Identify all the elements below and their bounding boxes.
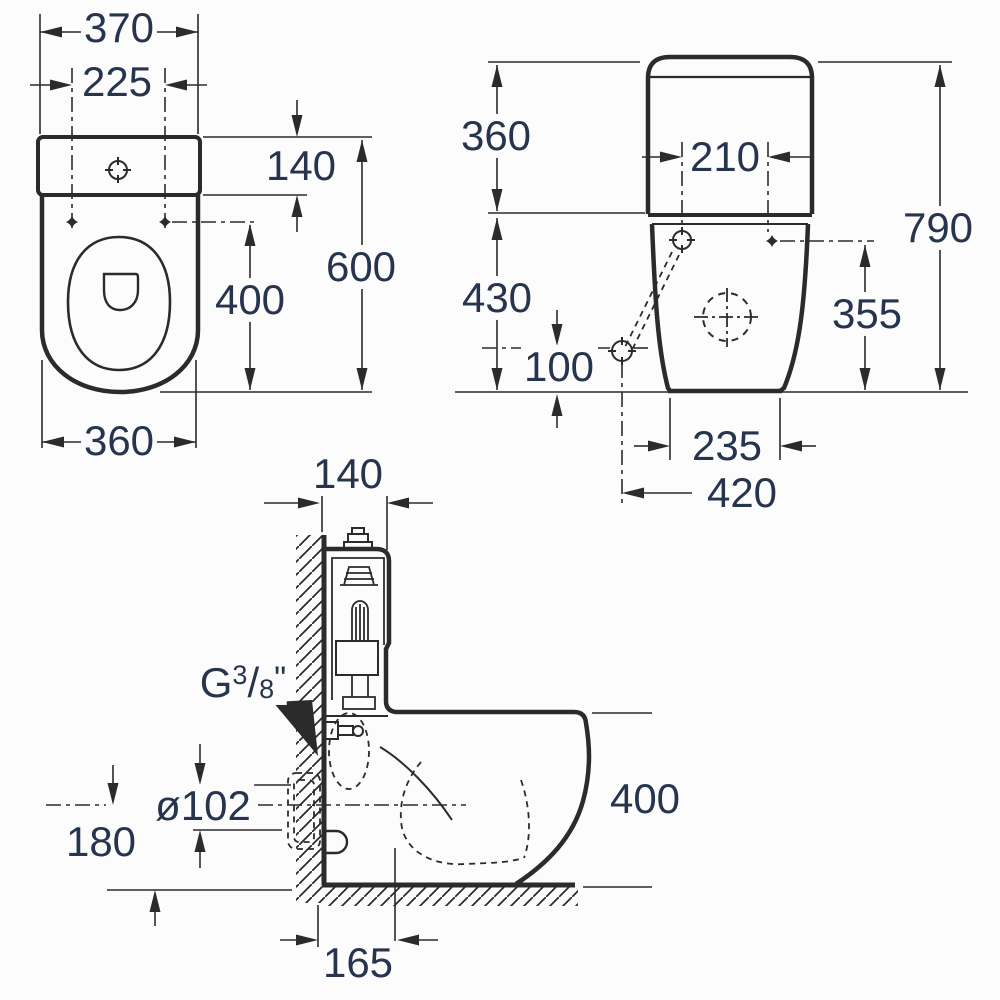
dim-side-outlet-offset: 165 [319,940,397,986]
dim-plan-cistern-depth: 140 [262,143,340,189]
plan-dimensions [30,14,372,448]
plan-fixing-hole-icons [66,216,171,228]
inlet-valve-icon [324,721,364,740]
dim-side-cistern-depth: 140 [309,451,387,497]
dim-plan-fixing-centres: 225 [78,59,156,105]
side-dimensions [107,496,652,947]
inlet-thread-numerator: 3 [232,659,248,690]
dim-side-outlet-height: 180 [62,819,140,865]
outlet-through-wall-dashed [287,772,321,850]
dim-plan-holes-to-front: 400 [211,277,289,323]
label-inlet-thread: G3/8" [198,658,288,706]
floor-hatching [322,885,578,906]
cistern-mechanism [326,557,388,717]
dim-plan-overall-depth: 600 [322,244,400,290]
dim-front-side-hole-height: 100 [520,344,598,390]
flush-button-icon [343,527,373,550]
dim-side-rim-height: 400 [606,776,684,822]
trapway-dashed [399,761,530,866]
dim-front-overall-height: 790 [899,205,977,251]
seat-opening-outline [66,235,172,372]
dim-front-lid-fixing-centres: 210 [686,134,764,180]
bowl-inner-profile [379,746,453,821]
front-dimension-arrows [491,65,946,499]
side-view [46,496,652,947]
side-dimension-arrows [107,497,419,946]
inlet-thread-denominator: 8 [259,673,275,704]
plan-dimension-arrows [40,26,368,448]
dim-plan-bowl-width: 360 [80,418,158,464]
side-outline [326,546,592,886]
front-supply-hole-icon [694,288,760,347]
dim-plan-overall-width: 370 [80,5,158,51]
plan-view [30,14,372,448]
plan-outline [36,135,202,395]
dim-front-base-width: 235 [688,423,766,469]
flush-opening-outline [102,272,140,312]
front-seat-hinge-icon [766,235,778,247]
front-centerlines [482,142,874,506]
plan-lid-hole-target-icon [105,157,131,183]
inlet-zone-dashed-circle [328,712,370,790]
dim-front-side-hole-offset: 420 [703,470,781,516]
label-outlet-diameter: ø102 [152,783,254,829]
plan-centerlines [71,68,258,233]
inlet-thread-suffix: " [274,659,287,698]
inlet-leader-triangle [273,700,318,756]
front-view [455,54,968,506]
front-dashed-leader [624,251,680,351]
front-outline [645,54,815,394]
inlet-thread-prefix: G [199,658,233,706]
dim-front-cistern-height: 360 [457,113,535,159]
front-dimensions [455,61,968,499]
dim-front-bowl-section-height: 430 [458,275,536,321]
outlet-socket [326,829,349,855]
inlet-thread-slash: / [247,658,260,706]
dim-front-seat-hinge-height: 355 [828,291,906,337]
